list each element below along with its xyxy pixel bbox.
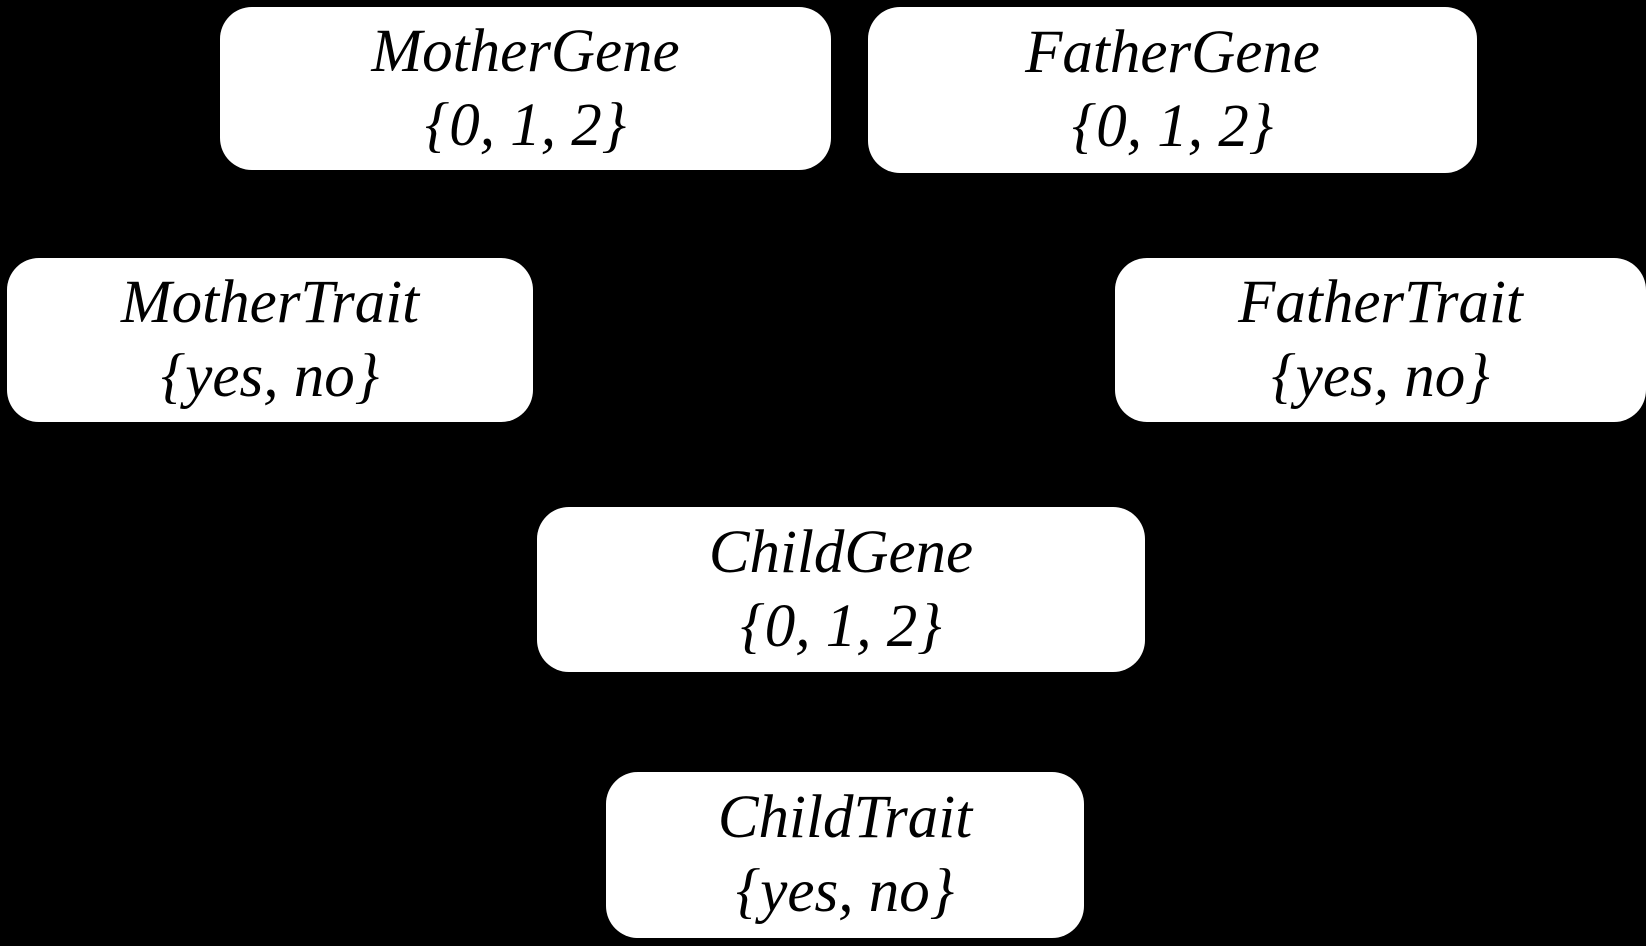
- node-father-gene-domain: {0, 1, 2}: [1071, 93, 1274, 160]
- node-mother-gene-label: MotherGene: [371, 17, 680, 85]
- node-child-gene[interactable]: ChildGene {0, 1, 2}: [537, 507, 1145, 672]
- node-father-trait-domain: {yes, no}: [1271, 343, 1490, 410]
- node-father-gene-label: FatherGene: [1025, 19, 1320, 86]
- node-father-trait[interactable]: FatherTrait {yes, no}: [1115, 258, 1646, 422]
- node-mother-trait-label: MotherTrait: [120, 269, 420, 336]
- node-father-gene[interactable]: FatherGene {0, 1, 2}: [868, 7, 1477, 173]
- node-mother-trait-domain: {yes, no}: [160, 343, 380, 410]
- node-child-trait[interactable]: ChildTrait {yes, no}: [606, 772, 1084, 938]
- node-child-trait-domain: {yes, no}: [735, 858, 955, 925]
- node-father-trait-label: FatherTrait: [1238, 269, 1523, 336]
- node-mother-trait[interactable]: MotherTrait {yes, no}: [7, 258, 533, 422]
- node-child-gene-label: ChildGene: [708, 518, 974, 586]
- node-child-gene-domain: {0, 1, 2}: [740, 592, 942, 660]
- node-mother-gene[interactable]: MotherGene {0, 1, 2}: [220, 7, 831, 170]
- node-mother-gene-domain: {0, 1, 2}: [424, 91, 627, 159]
- node-child-trait-label: ChildTrait: [717, 784, 973, 851]
